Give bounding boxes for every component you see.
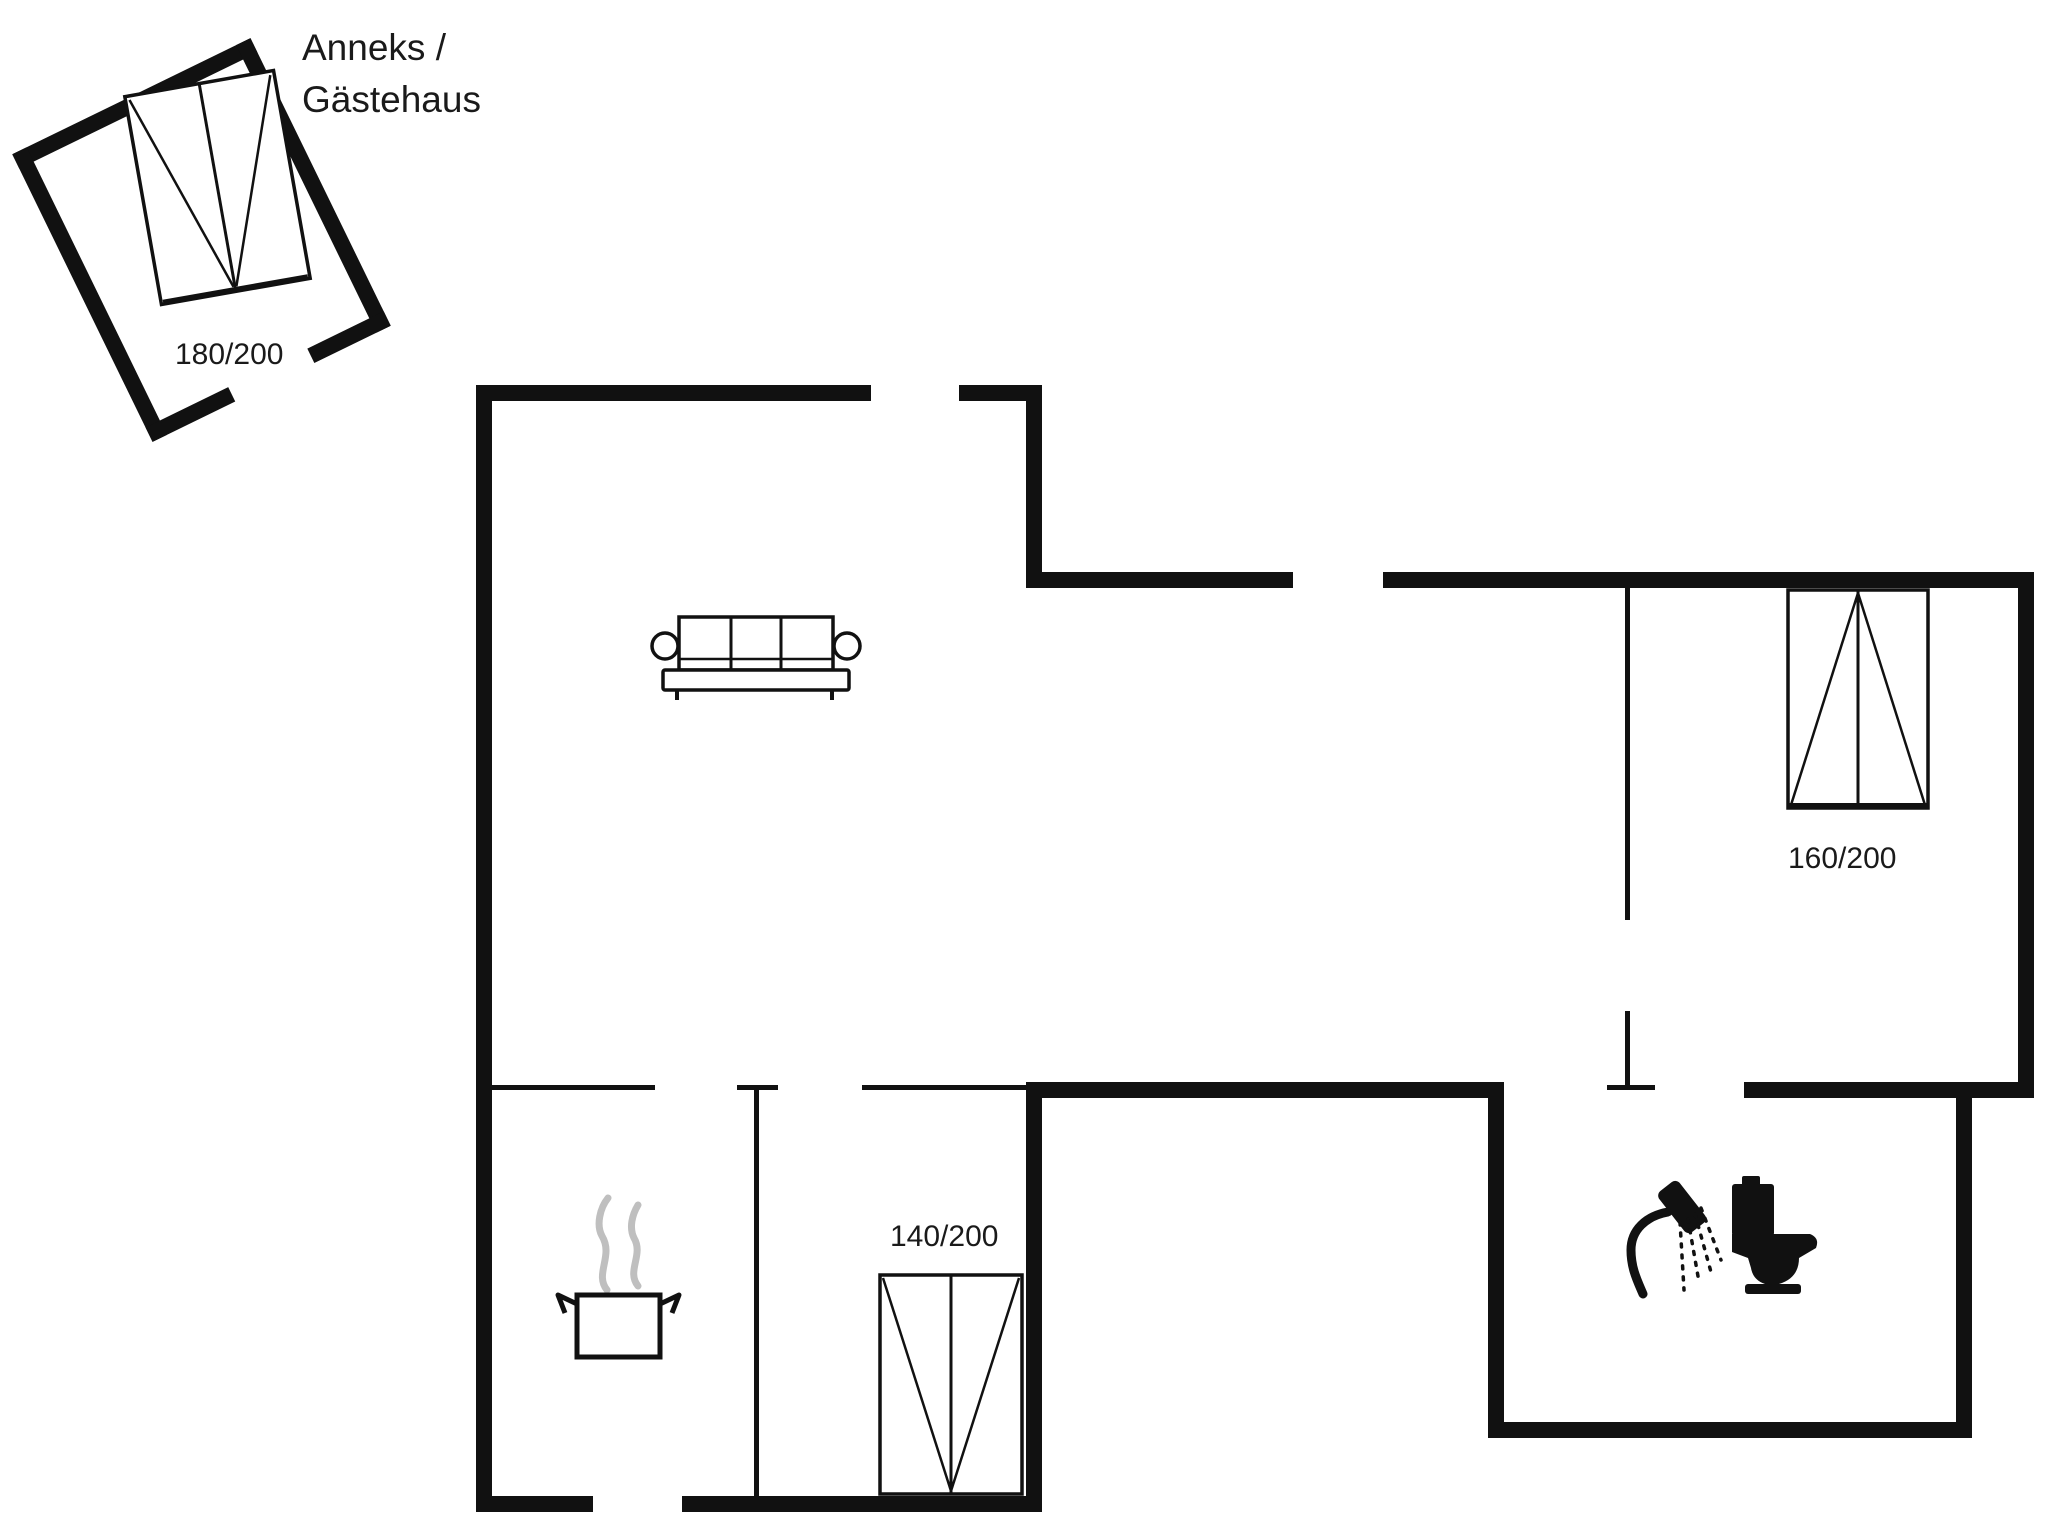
exterior-wall-right bbox=[2018, 572, 2034, 1098]
exterior-wall-wing-top-left-segment bbox=[1026, 572, 1293, 588]
exterior-wall-left bbox=[476, 385, 492, 1512]
interior-wall-kitchen-bedroom-divider bbox=[754, 1090, 759, 1496]
interior-wall-bedroom-bottom-top bbox=[862, 1085, 1026, 1090]
exterior-wall-top-right-segment bbox=[959, 385, 1042, 401]
double-bed-icon bbox=[878, 1273, 1024, 1496]
exterior-wall-lower-right bbox=[1026, 1082, 1042, 1512]
steam-icon bbox=[595, 1194, 612, 1294]
interior-wall-hall-bedroom-lower bbox=[1625, 1011, 1630, 1085]
exterior-wall-bottom-band-left bbox=[1042, 1082, 1504, 1098]
shower-icon bbox=[1626, 1180, 1723, 1299]
annex-title: Anneks / Gästehaus bbox=[302, 22, 481, 126]
interior-wall-kitchen-top bbox=[492, 1085, 655, 1090]
exterior-wall-step bbox=[1026, 385, 1042, 588]
interior-wall-hall-bedroom-cap bbox=[1607, 1085, 1655, 1090]
cooking-pot-icon bbox=[555, 1194, 682, 1360]
bathroom-wall-left bbox=[1488, 1082, 1504, 1438]
toilet-icon bbox=[1732, 1176, 1818, 1294]
exterior-wall-wing-top-right-segment bbox=[1383, 572, 2034, 588]
exterior-wall-top-left-segment bbox=[476, 385, 871, 401]
bed-size-label-right-bedroom: 160/200 bbox=[1788, 842, 1897, 875]
interior-wall-hall-bedroom-upper bbox=[1625, 588, 1630, 920]
interior-wall-divider-cap bbox=[737, 1085, 778, 1090]
bathroom-wall-right bbox=[1956, 1082, 1972, 1438]
annex-wall-bottom-right-segment bbox=[307, 311, 391, 363]
bed-size-label-bottom-bedroom: 140/200 bbox=[890, 1220, 999, 1253]
annex-title-line1: Anneks / bbox=[302, 27, 446, 68]
double-bed-icon bbox=[122, 68, 313, 307]
exterior-wall-bottom-left-segment bbox=[476, 1496, 593, 1512]
steam-icon bbox=[627, 1201, 642, 1290]
exterior-wall-bottom-right-segment bbox=[682, 1496, 1042, 1512]
bathroom-wall-bottom bbox=[1488, 1422, 1972, 1438]
double-bed-icon bbox=[1786, 588, 1930, 810]
exterior-wall-bottom-band-right bbox=[1744, 1082, 2034, 1098]
annex-bed-size-label: 180/200 bbox=[175, 338, 284, 371]
sofa-icon bbox=[650, 615, 862, 700]
annex-title-line2: Gästehaus bbox=[302, 79, 481, 120]
annex-wall-bottom-left-segment bbox=[145, 387, 236, 442]
